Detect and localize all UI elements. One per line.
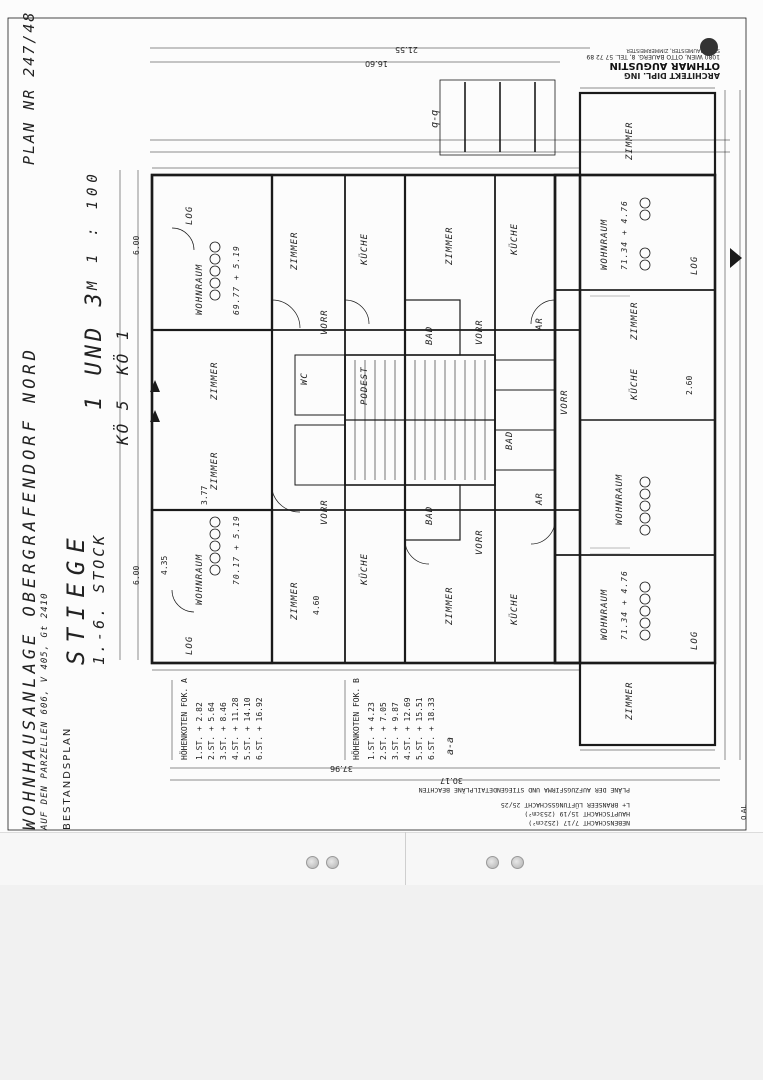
room-label: ZIMMER xyxy=(445,586,455,625)
architect-address: 1080 WIEN, OTTO BAUERG. 8, TEL. 57 72 89 xyxy=(586,53,720,60)
room-area: 70.17 + 5.19 xyxy=(232,515,241,585)
room-label: BAD xyxy=(505,430,515,450)
punch-hole xyxy=(486,856,499,869)
room-area: 69.77 + 5.19 xyxy=(232,245,241,315)
room-label: ZIMMER xyxy=(210,361,220,400)
room-label: VORR xyxy=(475,529,485,555)
dim-bottom2: 30.17 xyxy=(440,776,463,785)
dim-bottom: 37.96 xyxy=(330,764,353,773)
room-label: WOHNRAUM xyxy=(600,218,610,270)
koe-right: KÖ 1 xyxy=(113,328,132,375)
room-label: LOG xyxy=(185,205,195,225)
dim-vertical: 6.00 xyxy=(132,235,141,255)
levels-b-row: 4.ST. + 12.69 xyxy=(403,697,412,760)
architect-stamp: ARCHITEKT DIPL. ING OTHMAR AUGUSTIN 1080… xyxy=(575,30,720,80)
fold-divider xyxy=(405,832,406,885)
room-label: LOG xyxy=(690,255,700,275)
dim-vertical: 6.00 xyxy=(132,565,141,585)
note-line: L+ BRANSEER LÜFTUNGSSCHACHT 25/25 xyxy=(500,801,630,809)
room-area: 71.34 + 4.76 xyxy=(620,570,629,640)
floors-label: 1.-6. STOCK xyxy=(90,532,108,665)
room-label: PODEST xyxy=(360,366,370,405)
punch-hole xyxy=(306,856,319,869)
plan-sheet: ARCHITEKT DIPL. ING OTHMAR AUGUSTIN 1080… xyxy=(0,10,763,886)
section-bb: b-b xyxy=(429,110,440,129)
room-label: ZIMMER xyxy=(625,681,635,720)
room-label: AR xyxy=(535,492,545,505)
architect-title: ARCHITEKT DIPL. ING xyxy=(624,71,720,80)
section-aa: a-a xyxy=(445,736,456,755)
room-label: ZIMMER xyxy=(625,121,635,160)
room-label: BAD xyxy=(425,325,435,345)
plan-type: BESTANDSPLAN xyxy=(62,726,73,830)
room-label: LOG xyxy=(185,635,195,655)
room-label: WC xyxy=(300,372,310,385)
plan-subtitle: AUF DEN PARZELLEN 606, V 405, Gt 2410 xyxy=(40,592,50,830)
dim-vertical: 3.77 xyxy=(200,485,209,505)
room-label: KÜCHE xyxy=(510,592,520,625)
dim-vertical: 4.60 xyxy=(312,595,321,615)
room-label: AR xyxy=(535,317,545,330)
room-label: ZIMMER xyxy=(290,231,300,270)
dim-top: 21.55 xyxy=(395,45,418,54)
room-label: VORR xyxy=(475,319,485,345)
levels-b-row: 2.ST. + 7.05 xyxy=(379,702,388,760)
levels-a-heading: HÖHENKOTEN FOK. A xyxy=(180,678,189,760)
note-line: PLÄNE DER AUFZUGSFIRMA UND STIEGENDETAIL… xyxy=(418,786,630,794)
room-label: VORR xyxy=(320,309,330,335)
scale-label: M 1 : 100 xyxy=(85,169,101,290)
corner-code: 0 AL xyxy=(740,804,748,820)
note-line: NEBENSCHACHT 7/17 (252cm²) xyxy=(528,819,630,827)
room-label: ZIMMER xyxy=(445,226,455,265)
stair-numbers: 1 UND 3 xyxy=(82,289,107,410)
stair-label: STIEGE xyxy=(62,530,90,665)
levels-a-row: 3.ST. + 8.46 xyxy=(219,702,228,760)
room-label: ZIMMER xyxy=(290,581,300,620)
room-label: KÜCHE xyxy=(630,367,640,400)
room-label: LOG xyxy=(690,630,700,650)
room-label: ZIMMER xyxy=(630,301,640,340)
room-label: WOHNRAUM xyxy=(615,473,625,525)
koe-left: KÖ 5 xyxy=(113,398,132,445)
levels-b-heading: HÖHENKOTEN FOK. B xyxy=(352,678,361,760)
plan-title: WOHNHAUSANLAGE OBERGRAFENDORF NORD xyxy=(20,346,40,830)
room-label: VORR xyxy=(320,499,330,525)
plan-number: PLAN NR 247/48 xyxy=(20,10,38,165)
levels-a-row: 4.ST. + 11.28 xyxy=(231,697,240,760)
fold-strip xyxy=(0,832,763,886)
levels-b-row: 5.ST. + 15.51 xyxy=(415,697,424,760)
dim-vertical: 2.60 xyxy=(685,375,694,395)
levels-b-row: 3.ST. + 9.87 xyxy=(391,702,400,760)
dim-top2: 16.60 xyxy=(365,59,388,68)
levels-b-row: 1.ST. + 4.23 xyxy=(367,702,376,760)
notes-block: NEBENSCHACHT 7/17 (252cm²) HAUPTSCHACHT … xyxy=(390,785,630,827)
levels-a-row: 5.ST. + 14.10 xyxy=(243,697,252,760)
room-label: WOHNRAUM xyxy=(600,588,610,640)
room-label: VORR xyxy=(560,389,570,415)
levels-b-row: 6.ST. + 18.33 xyxy=(427,697,436,760)
levels-a-row: 2.ST. + 5.64 xyxy=(207,702,216,760)
room-label: KÜCHE xyxy=(510,222,520,255)
floor-plan-drawing xyxy=(7,17,747,831)
room-area: 71.34 + 4.76 xyxy=(620,200,629,270)
architect-name: OTHMAR AUGUSTIN xyxy=(609,60,720,71)
note-line: HAUPTSCHACHT 15/19 (253cm²) xyxy=(524,810,630,818)
levels-a-row: 1.ST. + 2.82 xyxy=(195,702,204,760)
blank-paper-area xyxy=(0,885,763,1080)
room-label: WOHNRAUM xyxy=(195,553,205,605)
levels-a-row: 6.ST. + 16.92 xyxy=(255,697,264,760)
dim-vertical: 4.35 xyxy=(160,555,169,575)
punch-hole xyxy=(326,856,339,869)
room-label: BAD xyxy=(425,505,435,525)
room-label: ZIMMER xyxy=(210,451,220,490)
punch-hole xyxy=(511,856,524,869)
room-label: KÜCHE xyxy=(360,552,370,585)
room-label: WOHNRAUM xyxy=(195,263,205,315)
room-label: KÜCHE xyxy=(360,232,370,265)
architect-logo-icon xyxy=(700,38,718,56)
